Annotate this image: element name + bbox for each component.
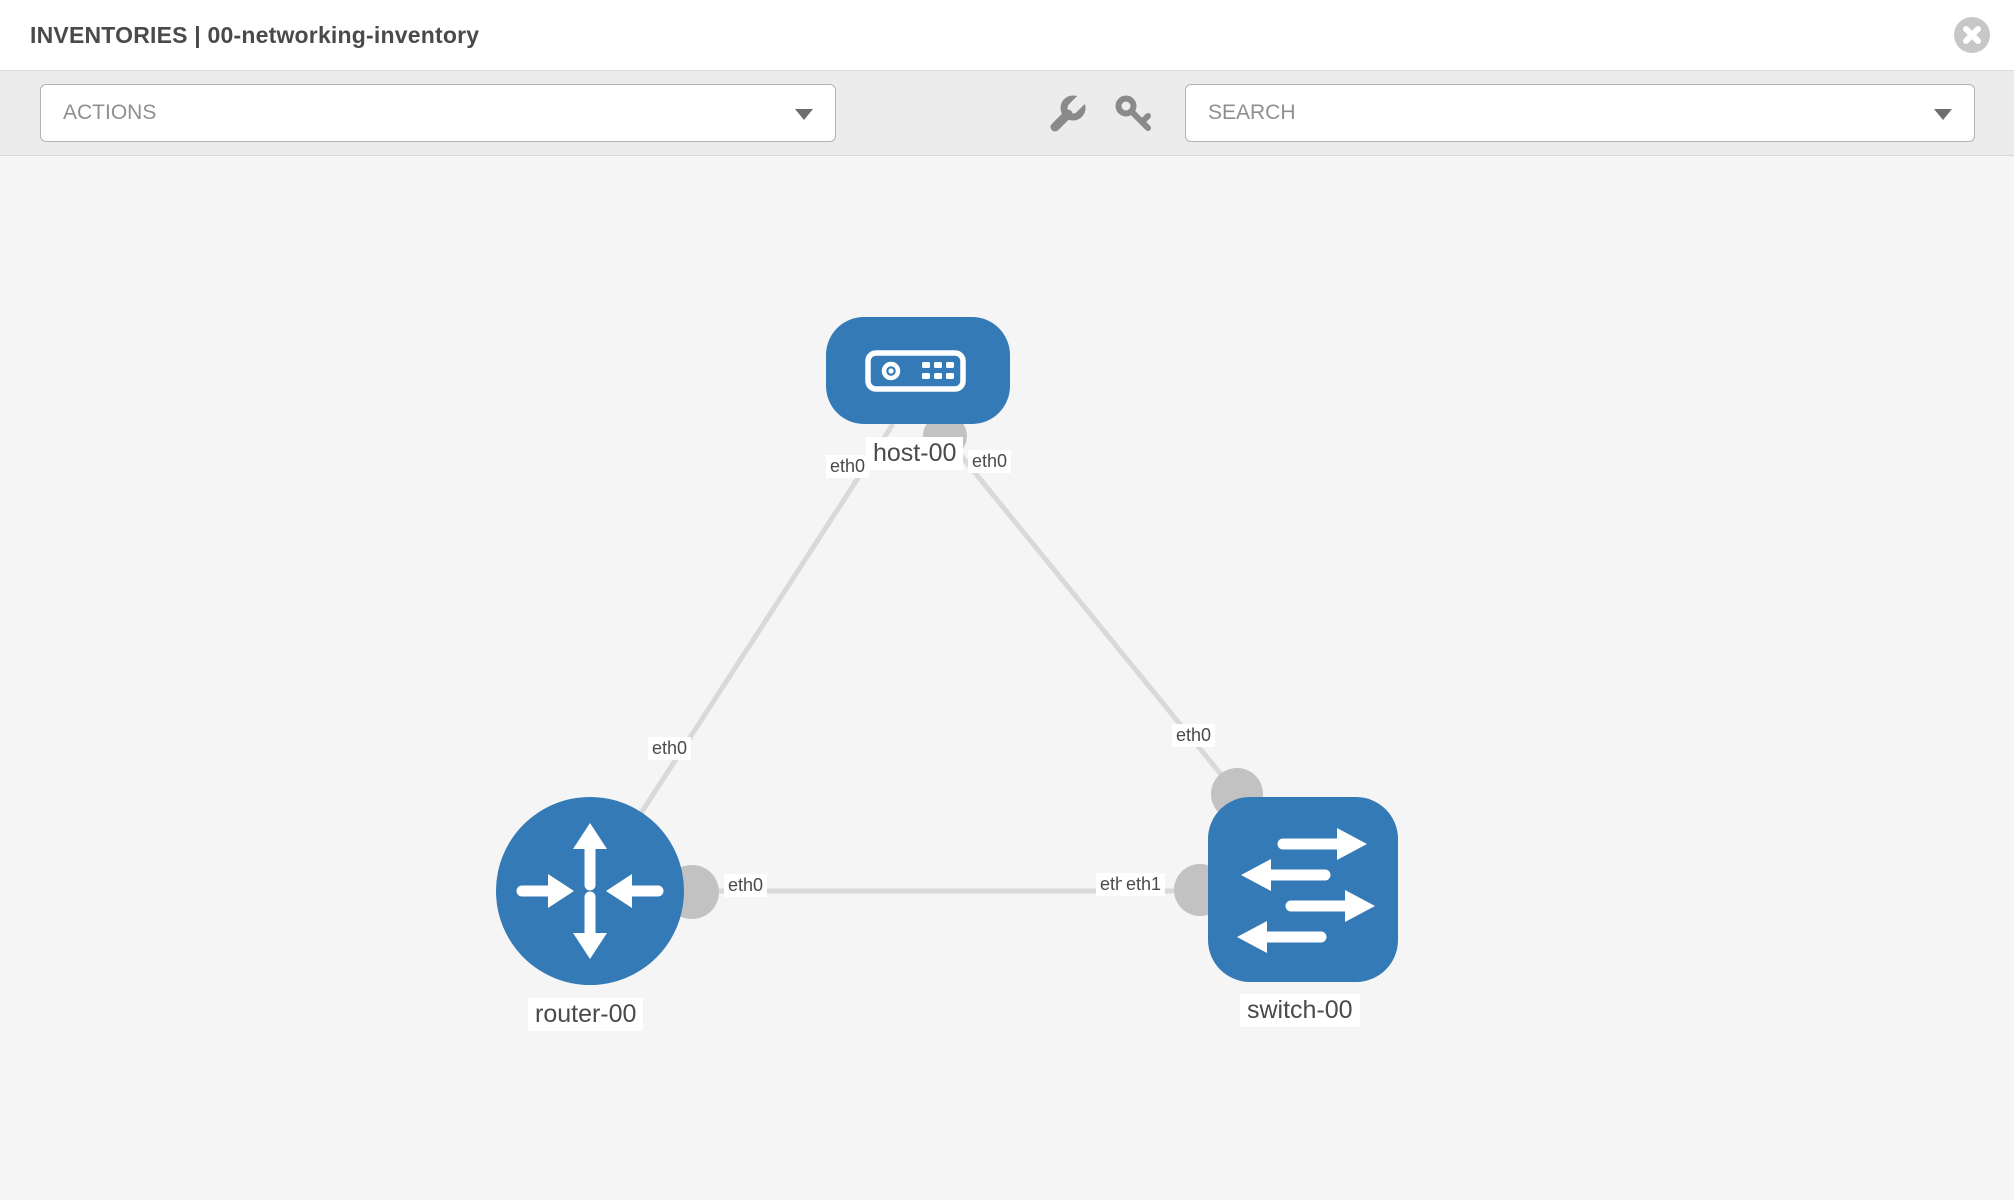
if-label-router-eth0-link: eth0 <box>724 874 768 897</box>
node-switch-00[interactable] <box>1208 797 1398 982</box>
if-label-switch-eth1: eth1 <box>1122 873 1166 896</box>
node-label-host-00[interactable]: host-00 <box>866 437 964 470</box>
host-icon <box>865 350 966 392</box>
link-host-switch[interactable] <box>943 434 1252 812</box>
node-label-router-00[interactable]: router-00 <box>528 998 644 1031</box>
page-header: INVENTORIES | 00-networking-inventory <box>0 0 2014 71</box>
if-label-switch-eth0-top: eth0 <box>1172 724 1216 747</box>
page-title: INVENTORIES | 00-networking-inventory <box>30 21 480 48</box>
topology-canvas[interactable]: host-00 router-00 switch-00 eth0 eth0 et… <box>0 156 2014 1199</box>
chevron-down-icon <box>1934 109 1952 120</box>
close-icon <box>1963 26 1981 44</box>
wrench-icon[interactable] <box>1046 93 1088 135</box>
if-label-router-eth0-up: eth0 <box>648 737 692 760</box>
search-dropdown[interactable]: SEARCH <box>1185 84 1975 142</box>
node-router-00[interactable] <box>496 797 684 985</box>
router-icon <box>516 823 664 959</box>
close-button[interactable] <box>1954 17 1990 53</box>
actions-dropdown-placeholder: ACTIONS <box>63 101 157 124</box>
if-label-host-eth0-right: eth0 <box>968 450 1012 473</box>
node-host-00[interactable] <box>826 317 1010 424</box>
toolbar: ACTIONS SEARCH <box>0 71 2014 156</box>
actions-dropdown[interactable]: ACTIONS <box>40 84 836 142</box>
node-label-switch-00[interactable]: switch-00 <box>1240 994 1360 1027</box>
if-label-host-eth0-left: eth0 <box>826 455 870 478</box>
key-icon[interactable] <box>1113 93 1155 135</box>
search-dropdown-placeholder: SEARCH <box>1208 101 1296 124</box>
chevron-down-icon <box>795 109 813 120</box>
switch-icon <box>1237 828 1375 953</box>
